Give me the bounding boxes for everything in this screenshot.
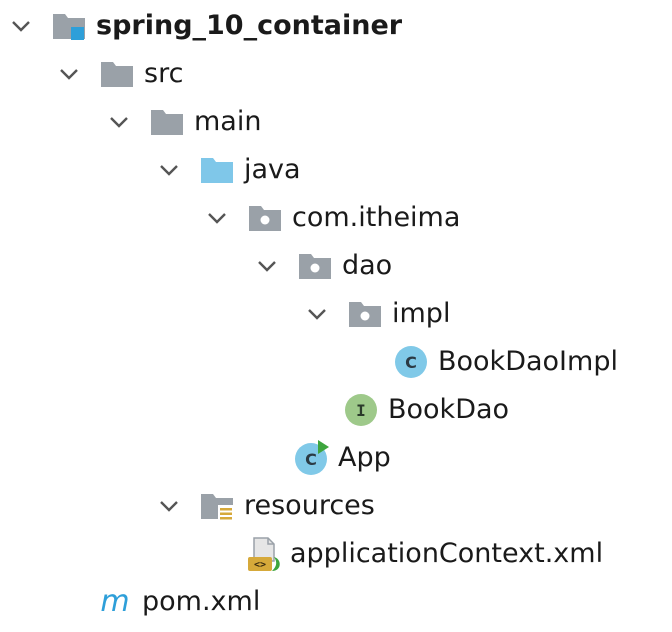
svg-text:<>: <> [254, 560, 266, 571]
tree-label-impl: impl [392, 298, 451, 329]
tree-row-dao[interactable]: dao [252, 242, 392, 290]
tree-label-bookdaoimpl: BookDaoImpl [438, 346, 618, 377]
chevron-down-icon[interactable] [54, 59, 84, 89]
tree-row-application-context[interactable]: <> applicationContext.xml [244, 530, 603, 578]
maven-icon: m [96, 583, 134, 621]
tree-label-main: main [194, 106, 262, 137]
svg-text:m: m [100, 584, 129, 619]
svg-text:C: C [405, 353, 417, 372]
tree-label-com-itheima: com.itheima [292, 202, 461, 233]
package-icon [346, 295, 384, 333]
tree-row-pom[interactable]: m pom.xml [96, 578, 260, 626]
resources-folder-icon [198, 487, 236, 525]
tree-row-src[interactable]: src [54, 50, 183, 98]
chevron-down-icon[interactable] [252, 251, 282, 281]
svg-text:I: I [356, 401, 366, 420]
module-folder-icon [50, 7, 88, 45]
tree-label-pom: pom.xml [142, 586, 261, 617]
folder-icon [148, 103, 186, 141]
tree-label-dao: dao [342, 250, 393, 281]
tree-label-bookdao: BookDao [388, 394, 510, 425]
tree-row-main[interactable]: main [104, 98, 261, 146]
package-icon [296, 247, 334, 285]
tree-label-java: java [244, 154, 301, 185]
runnable-class-icon: C [292, 439, 330, 477]
tree-row-bookdao[interactable]: I BookDao [342, 386, 509, 434]
folder-icon [98, 55, 136, 93]
chevron-down-icon[interactable] [302, 299, 332, 329]
chevron-down-icon[interactable] [202, 203, 232, 233]
source-root-folder-icon [198, 151, 236, 189]
class-icon: C [392, 343, 430, 381]
chevron-down-icon[interactable] [6, 11, 36, 41]
tree-row-impl[interactable]: impl [302, 290, 450, 338]
tree-row-java[interactable]: java [154, 146, 301, 194]
chevron-down-icon[interactable] [154, 491, 184, 521]
tree-row-com-itheima[interactable]: com.itheima [202, 194, 460, 242]
package-icon [246, 199, 284, 237]
tree-label-root: spring_10_container [96, 10, 403, 41]
tree-row-resources[interactable]: resources [154, 482, 375, 530]
chevron-down-icon[interactable] [104, 107, 134, 137]
tree-row-bookdaoimpl[interactable]: C BookDaoImpl [392, 338, 618, 386]
tree-label-app: App [338, 442, 391, 473]
xml-file-icon: <> [244, 535, 282, 573]
tree-row-root[interactable]: spring_10_container [6, 2, 402, 50]
svg-text:C: C [305, 450, 317, 469]
chevron-down-icon[interactable] [154, 155, 184, 185]
tree-row-app[interactable]: C App [292, 434, 391, 482]
tree-label-src: src [144, 58, 184, 89]
tree-label-application-context: applicationContext.xml [290, 538, 604, 569]
interface-icon: I [342, 391, 380, 429]
tree-label-resources: resources [244, 490, 375, 521]
